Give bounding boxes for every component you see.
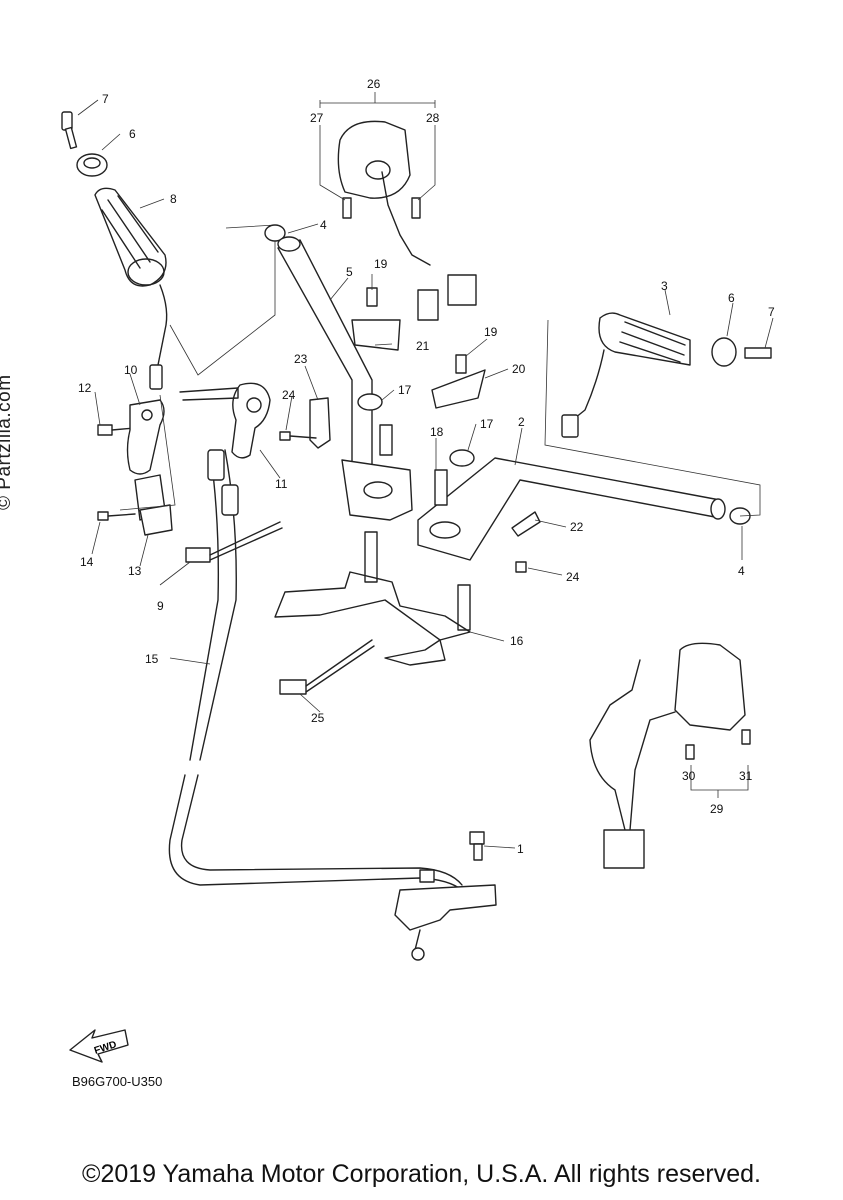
fwd-arrow: FWD: [69, 1029, 129, 1063]
callout-22: 22: [570, 520, 584, 534]
cable-tie-part-9: [185, 521, 283, 563]
grip-part-8: [94, 187, 168, 390]
cover-part-23: [309, 397, 331, 449]
callout-19b: 19: [484, 325, 498, 339]
callout-13: 13: [128, 564, 142, 578]
callout-16: 16: [510, 634, 524, 648]
callout-27: 27: [310, 111, 324, 125]
callout-labels: 1 2 3 4 4 5 6 6 7 7 8 9 10 11 12 13 14 1…: [78, 77, 775, 856]
callout-1: 1: [517, 842, 524, 856]
bolt-part-1: [469, 831, 485, 861]
callout-20: 20: [512, 362, 526, 376]
diagram-code: B96G700-U350: [72, 1074, 163, 1089]
holder-bracket-part-16: [274, 531, 471, 666]
callout-31: 31: [739, 769, 753, 783]
screw-part-7: [61, 111, 78, 150]
callout-26: 26: [367, 77, 381, 91]
callout-23: 23: [294, 352, 308, 366]
handlebar-right-part-2: [417, 457, 726, 561]
callout-24b: 24: [566, 570, 580, 584]
handlebar-switch-part-29: [589, 642, 751, 869]
callout-28: 28: [426, 111, 440, 125]
callout-15: 15: [145, 652, 159, 666]
callout-5: 5: [346, 265, 353, 279]
callout-6a: 6: [129, 127, 136, 141]
lower-bracket: [394, 884, 497, 961]
callout-9: 9: [157, 599, 164, 613]
fasteners-center: [351, 287, 486, 506]
callout-17a: 17: [398, 383, 412, 397]
handlebar-switch-part-26: [337, 120, 477, 321]
screw-part-14: [97, 511, 136, 521]
callout-3: 3: [661, 279, 668, 293]
callout-4a: 4: [320, 218, 327, 232]
left-lever-assembly: [97, 382, 271, 536]
callout-10: 10: [124, 363, 138, 377]
handlebar-left-part-5: [264, 224, 413, 521]
callout-6b: 6: [728, 291, 735, 305]
callout-7a: 7: [102, 92, 109, 106]
callout-21: 21: [416, 339, 430, 353]
callout-30: 30: [682, 769, 696, 783]
callout-25: 25: [311, 711, 325, 725]
callout-17b: 17: [480, 417, 494, 431]
callout-8: 8: [170, 192, 177, 206]
grip-end-part-6: [76, 153, 108, 177]
callout-29: 29: [710, 802, 724, 816]
callout-brackets: [319, 92, 749, 798]
callout-11: 11: [275, 477, 288, 491]
callout-18: 18: [430, 425, 444, 439]
lever-holder-part-11: [231, 382, 271, 459]
callout-19a: 19: [374, 257, 388, 271]
copyright-notice: ©2019 Yamaha Motor Corporation, U.S.A. A…: [82, 1160, 761, 1188]
bracket-part-22: [511, 511, 541, 537]
switch-part-10: [126, 399, 165, 475]
callout-14: 14: [80, 555, 94, 569]
leader-lines: [77, 99, 774, 849]
left-grip-assembly: [61, 111, 276, 390]
throttle-cable-part-15: [168, 449, 471, 901]
callout-24a: 24: [282, 388, 296, 402]
callout-2: 2: [518, 415, 525, 429]
watermark: © Partzilla.com: [0, 374, 15, 510]
holder-part-13: [134, 474, 173, 536]
callout-7b: 7: [768, 305, 775, 319]
callout-4b: 4: [738, 564, 745, 578]
callout-12: 12: [78, 381, 92, 395]
screw-part-24-right: [515, 561, 527, 573]
cable-tie-part-25: [279, 639, 375, 695]
right-grip-assembly: [544, 312, 772, 525]
screw-part-24-left: [279, 431, 317, 441]
